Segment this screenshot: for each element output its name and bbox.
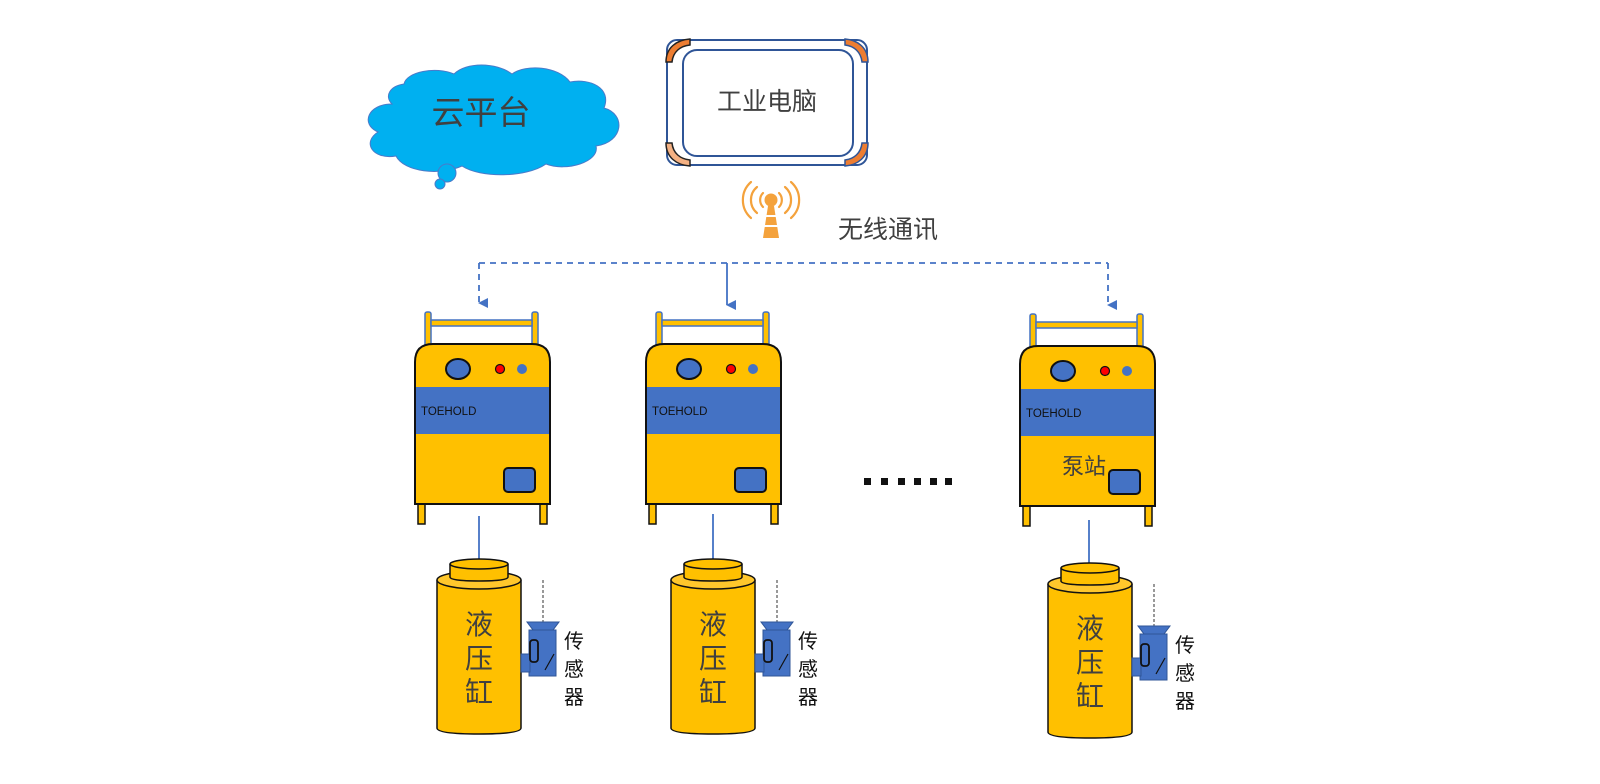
cylinder-label-char: 缸	[465, 676, 493, 709]
cylinder-label-char: 液	[1076, 612, 1104, 645]
cloud-label: 云平台	[432, 93, 531, 132]
pressure-gauge-icon	[445, 358, 471, 380]
cloud-bubble-small	[434, 178, 446, 190]
hydraulic-cylinder: 液压缸 传感器	[436, 558, 584, 735]
handle-post	[531, 311, 539, 349]
brand-band	[647, 387, 780, 434]
sensor-window	[763, 639, 773, 663]
pump-station: TOEHOLD	[414, 311, 551, 525]
sensor-mount	[1131, 657, 1142, 677]
sensor-label-char: 感	[798, 657, 818, 681]
cylinder-label-char: 压	[699, 642, 727, 675]
industrial-computer: 工业电脑	[665, 38, 869, 167]
corner-bumper-icon	[844, 38, 869, 63]
sensor-head	[1137, 625, 1171, 635]
leg	[417, 501, 426, 525]
sensor-body	[1139, 633, 1168, 681]
corner-bumper-icon	[665, 38, 691, 63]
handle-bar	[1035, 321, 1138, 329]
cylinder-body	[670, 580, 756, 735]
brand-band	[416, 387, 549, 434]
wireless-label: 无线通讯	[838, 215, 938, 244]
wireless-links	[478, 262, 1117, 310]
brand-band	[1021, 389, 1154, 436]
red-indicator-light	[494, 363, 506, 375]
sensor-head	[760, 621, 794, 631]
sensor-label-char: 传	[564, 629, 584, 653]
computer-label: 工业电脑	[717, 87, 817, 116]
hydraulic-cylinder: 液压缸 传感器	[670, 558, 818, 735]
sensor-head	[526, 621, 560, 631]
antenna-icon	[741, 180, 801, 238]
leg	[770, 501, 779, 525]
cylinder-label-char: 缸	[699, 676, 727, 709]
cylinder-label-char: 压	[1076, 646, 1104, 679]
corner-bumper-icon	[665, 142, 691, 167]
handle-bar	[661, 319, 764, 327]
cloud-platform: 云平台	[367, 64, 620, 190]
computer-inner-frame	[682, 49, 854, 157]
pump-station-label: 泵站	[1062, 455, 1106, 480]
red-indicator-light	[1099, 365, 1111, 377]
piston-top	[449, 558, 509, 570]
blue-indicator-light	[517, 364, 527, 374]
leg	[648, 501, 657, 525]
cylinder-label-char: 压	[465, 642, 493, 675]
cloud-bubble-large	[437, 163, 457, 183]
sensor-mount	[520, 653, 531, 673]
sensor-label-char: 器	[798, 685, 818, 709]
blue-indicator-light	[748, 364, 758, 374]
sensor-mount	[754, 653, 765, 673]
control-panel-button	[1108, 469, 1141, 495]
handle-post	[424, 311, 432, 349]
sensor-label-char: 器	[564, 685, 584, 709]
hydraulic-hoses	[478, 514, 1090, 566]
sensor-window	[1140, 643, 1150, 667]
ellipsis-more-stations	[864, 478, 952, 485]
sensor-mark	[544, 653, 555, 671]
sensor-label-char: 感	[564, 657, 584, 681]
pump-station: TOEHOLD 泵站	[1019, 313, 1156, 527]
control-panel-button	[503, 467, 536, 493]
cylinder-label-char: 液	[699, 608, 727, 641]
leg	[1144, 503, 1153, 527]
sensor-label-char: 传	[1175, 633, 1195, 657]
brand-label: TOEHOLD	[652, 406, 707, 418]
pressure-gauge-icon	[676, 358, 702, 380]
hydraulic-cylinder: 液压缸 传感器	[1047, 562, 1195, 739]
piston-top	[1060, 562, 1120, 574]
leg	[539, 501, 548, 525]
pressure-gauge-icon	[1050, 360, 1076, 382]
pump-station: TOEHOLD	[645, 311, 782, 525]
sensor-label-char: 感	[1175, 661, 1195, 685]
leg	[1022, 503, 1031, 527]
cylinder-body	[1047, 584, 1133, 739]
displacement-sensor-icon	[520, 580, 560, 677]
red-indicator-light	[725, 363, 737, 375]
corner-bumper-icon	[844, 142, 869, 167]
handle-post	[1136, 313, 1144, 351]
cylinder-body	[436, 580, 522, 735]
handle-post	[762, 311, 770, 349]
control-panel-button	[734, 467, 767, 493]
brand-label: TOEHOLD	[421, 406, 476, 418]
sensor-mark	[778, 653, 789, 671]
sensor-label-char: 器	[1175, 689, 1195, 713]
cylinder-label-char: 液	[465, 608, 493, 641]
displacement-sensor-icon	[754, 580, 794, 677]
piston-top	[683, 558, 743, 570]
cloud-shape	[367, 64, 620, 176]
brand-label: TOEHOLD	[1026, 408, 1081, 420]
handle-post	[1029, 313, 1037, 351]
handle-post	[655, 311, 663, 349]
sensor-window	[529, 639, 539, 663]
blue-indicator-light	[1122, 366, 1132, 376]
displacement-sensor-icon	[1131, 584, 1171, 681]
handle-bar	[430, 319, 533, 327]
cylinder-label-char: 缸	[1076, 680, 1104, 713]
sensor-mark	[1155, 657, 1166, 675]
sensor-label-char: 传	[798, 629, 818, 653]
